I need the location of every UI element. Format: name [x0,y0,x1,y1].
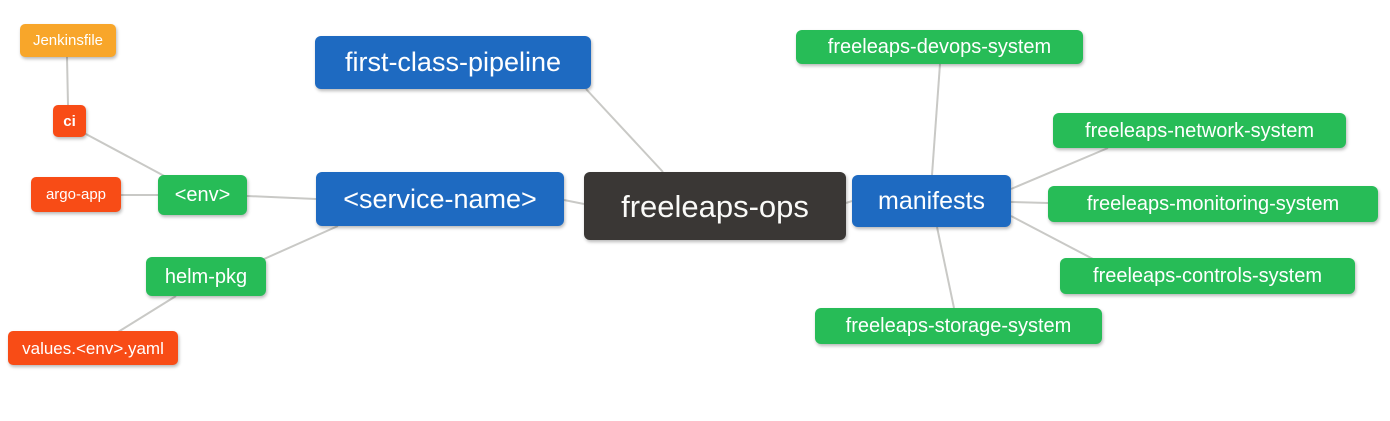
edge-pipeline-root [585,88,664,173]
edge-root-manifests [845,200,853,204]
node-freeleaps-storage-system[interactable]: freeleaps-storage-system [815,308,1102,344]
node-freeleaps-controls-system[interactable]: freeleaps-controls-system [1060,258,1355,294]
edge-ci-env [83,132,169,179]
node-env[interactable]: <env> [158,175,247,215]
edge-helm-pkg-service-name [263,225,339,260]
edge-service-name-root [563,199,585,205]
node-manifests[interactable]: manifests [852,175,1011,227]
edge-manifests-network [1010,147,1109,190]
edge-env-service-name [246,195,317,200]
edge-manifests-controls [1010,215,1094,260]
edge-jenkinsfile-ci [66,56,69,106]
node-argo-app[interactable]: argo-app [31,177,121,212]
edge-values-helm-pkg [117,295,177,333]
node-freeleaps-network-system[interactable]: freeleaps-network-system [1053,113,1346,148]
node-freeleaps-monitoring-system[interactable]: freeleaps-monitoring-system [1048,186,1378,222]
node-first-class-pipeline[interactable]: first-class-pipeline [315,36,591,89]
node-helm-pkg[interactable]: helm-pkg [146,257,266,296]
node-freeleaps-ops-root[interactable]: freeleaps-ops [584,172,846,240]
edge-manifests-devops [931,63,941,176]
node-jenkinsfile[interactable]: Jenkinsfile [20,24,116,57]
edge-manifests-monitoring [1010,201,1049,204]
edge-manifests-storage [936,226,955,309]
node-ci[interactable]: ci [53,105,86,137]
node-service-name[interactable]: <service-name> [316,172,564,226]
node-values-env-yaml[interactable]: values.<env>.yaml [8,331,178,365]
node-freeleaps-devops-system[interactable]: freeleaps-devops-system [796,30,1083,64]
